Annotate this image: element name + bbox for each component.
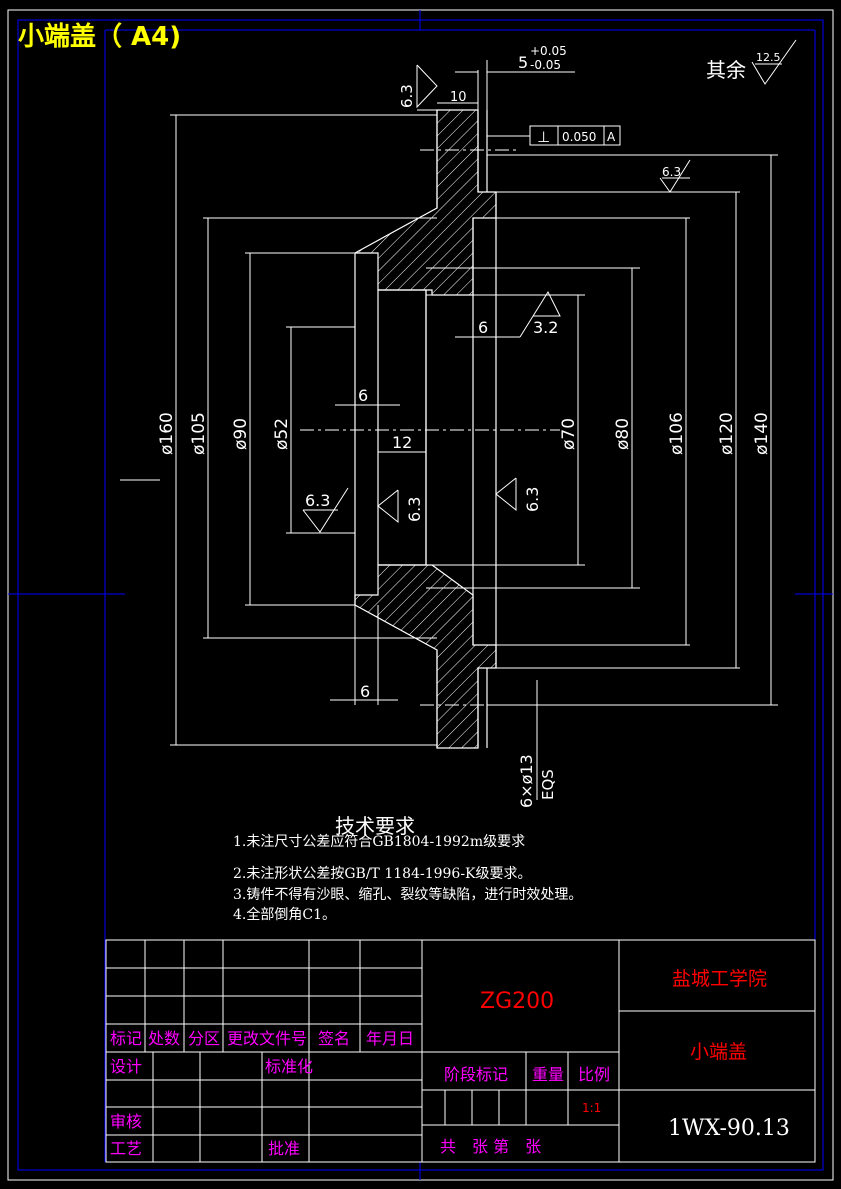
- school-name: 盐城工学院: [672, 968, 767, 990]
- dim-d106: ø106: [667, 412, 687, 455]
- dim-d105: ø105: [189, 412, 209, 455]
- dim-thickness: 5: [518, 53, 528, 72]
- rev-header-mark: 标记: [110, 1029, 142, 1048]
- roughness-left-mid: [302, 487, 349, 533]
- roughness-outer-step: [659, 159, 691, 193]
- dim-holes: 6×ø13: [517, 754, 536, 808]
- label-design: 设计: [110, 1057, 142, 1076]
- label-process: 工艺: [110, 1139, 142, 1158]
- diameter-dimension-lines: [175, 115, 772, 745]
- rev-header-zone: 分区: [188, 1029, 220, 1048]
- dim-d52: ø52: [272, 418, 292, 450]
- dim-bottom-step: 6: [360, 682, 370, 701]
- tech-item-2: 2.未注形状公差按GB/T 1184-1996-K级要求。: [233, 866, 532, 882]
- label-scale: 比例: [578, 1065, 610, 1084]
- tech-item-3: 3.铸件不得有沙眼、缩孔、裂纹等缺陷，进行时效处理。: [233, 886, 582, 903]
- section-top-flange: [354, 109, 497, 296]
- roughness-center-right: [495, 477, 517, 512]
- extension-lines: [170, 114, 778, 746]
- roughness-center-left: [377, 489, 399, 524]
- bottom-step-dimension: [330, 605, 398, 705]
- general-roughness-value: 12.5: [756, 51, 781, 64]
- dim-tol-upper: +0.05: [530, 44, 567, 58]
- roughness-center-right-value: 6.3: [523, 487, 542, 512]
- tech-item-4: 4.全部倒角C1。: [233, 906, 336, 923]
- tech-heading: 技术要求: [335, 814, 415, 838]
- dim-d90: ø90: [231, 418, 251, 450]
- scale-value: 1:1: [582, 1101, 601, 1115]
- bore-step-dimension: [455, 290, 561, 338]
- rev-header-sign: 签名: [318, 1029, 350, 1048]
- section-bottom-flange: [354, 564, 497, 749]
- label-weight: 重量: [532, 1065, 564, 1084]
- rev-header-doc: 更改文件号: [227, 1029, 307, 1048]
- tolerance-datum: A: [607, 130, 616, 144]
- dim-d140: ø140: [752, 412, 772, 455]
- tolerance-frame: [487, 125, 621, 146]
- tech-requirements: 技术要求 1.未注尺寸公差应符合GB1804-1992m级要求 2.未注形状公差…: [233, 814, 582, 923]
- label-standardize: 标准化: [265, 1057, 313, 1076]
- label-review: 审核: [110, 1112, 142, 1131]
- drawing-number: 1WX-90.13: [668, 1116, 790, 1141]
- revision-headers: 标记 处数 分区 更改文件号 签名 年月日: [110, 1029, 414, 1048]
- label-sheets: 共 张 第 张: [440, 1137, 541, 1156]
- dim-d160: ø160: [157, 412, 177, 455]
- part-section-view: [354, 109, 497, 749]
- part-name: 小端盖: [690, 1041, 747, 1063]
- label-approve: 批准: [268, 1139, 300, 1158]
- tolerance-symbol: ⊥: [537, 128, 550, 146]
- general-roughness-prefix: 其余: [706, 58, 746, 82]
- sheet-title: 小端盖（ A4): [18, 21, 181, 52]
- roughness-top-face: [416, 64, 438, 111]
- dim-flange: 10: [450, 90, 467, 105]
- dim-d80: ø80: [613, 418, 633, 450]
- dim-left-step: 6: [358, 386, 368, 405]
- rev-header-count: 处数: [148, 1029, 180, 1048]
- roughness-left-mid-value: 6.3: [305, 491, 330, 510]
- dim-center: 12: [392, 433, 412, 452]
- roughness-center-left-value: 6.3: [405, 497, 424, 522]
- dim-holes-eqs: EQS: [539, 769, 557, 800]
- title-block: [105, 939, 816, 1163]
- label-stage-mark: 阶段标记: [444, 1065, 508, 1084]
- general-roughness-note: 其余 12.5: [706, 39, 797, 85]
- material-value: ZG200: [480, 989, 554, 1014]
- tech-item-1: 1.未注尺寸公差应符合GB1804-1992m级要求: [233, 833, 525, 850]
- dim-d120: ø120: [717, 412, 737, 455]
- roughness-bore-value: 3.2: [533, 318, 558, 337]
- dim-tol-lower: -0.05: [530, 58, 561, 72]
- tolerance-value: 0.050: [562, 130, 596, 144]
- dim-d70: ø70: [559, 418, 579, 450]
- roughness-outer-step-value: 6.3: [662, 165, 681, 179]
- dim-bore-step: 6: [478, 318, 488, 337]
- rev-header-date: 年月日: [366, 1029, 414, 1048]
- roughness-top-face-value: 6.3: [398, 84, 416, 108]
